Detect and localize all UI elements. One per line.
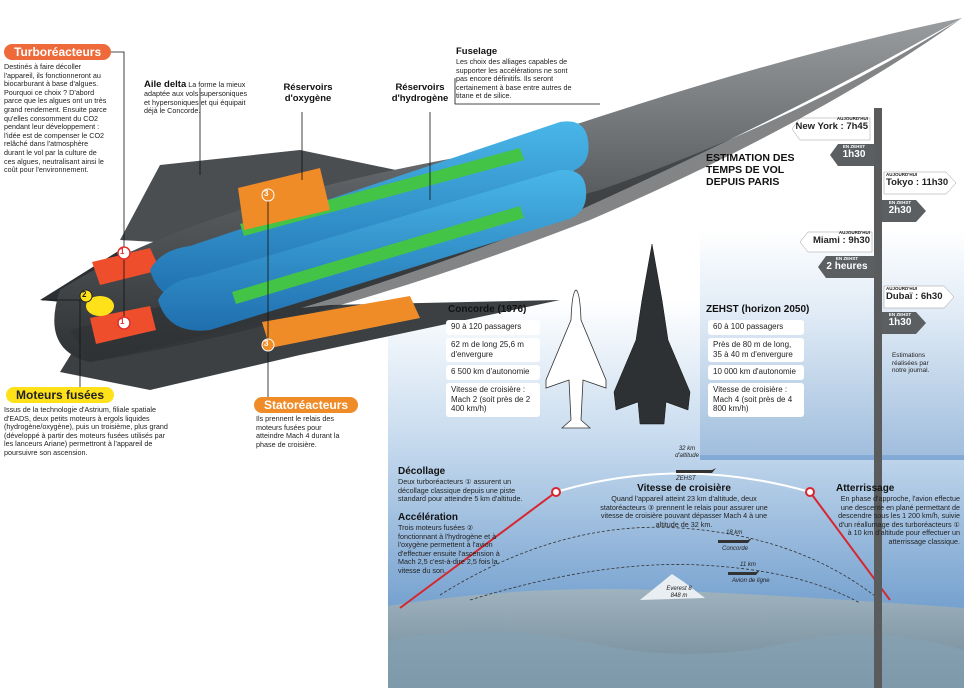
zehst-spec-1: 60 à 100 passagers [708,320,804,335]
stato-text: Ils prennent le relais des moteurs fusée… [256,414,340,449]
zehst-aircraft [40,18,963,390]
zehst-mini-plane [676,468,716,473]
rocket-engine [86,296,114,316]
marker-1-bottom: 1 [120,317,125,326]
concorde-title: Concorde (1976) [448,304,527,315]
atterrissage-title: Atterrissage [836,483,895,494]
concorde-path [439,526,881,601]
sign-dubai-zehst [882,312,926,334]
aile-block: Aile delta La forme la mieux adaptée aux… [144,79,248,116]
estimation-note: Estimations réalisées par notre journal. [892,352,930,375]
moteurs-title: Moteurs fusées [6,387,115,403]
alt-ligne: 11 km [740,562,756,568]
moteurs-text: Issus de la technologie d'Astrium, filia… [4,405,168,457]
stato-title: Statoréacteurs [254,397,359,413]
turbo-engine-top [92,248,160,285]
atterrissage-text: En phase d'approche, l'avion effectue un… [838,494,960,546]
sign-newyork-now [791,117,871,141]
reservoirs-oxygen-label: Réservoirs d'oxygène [283,82,333,104]
concorde-spec-1: 90 à 120 passagers [446,320,540,335]
alt-concorde: 18 km [726,530,743,536]
stato-bottom [262,296,420,348]
concorde-spec-4: Vitesse de croisière : Mach 2 (soit près… [446,383,540,417]
concorde-path-label: Concorde [722,546,749,552]
zehst-flight-path [555,472,811,493]
aile-text: La forme la mieux adaptée aux vols super… [144,80,248,116]
decollage-title: Décollage [398,466,446,477]
descent-point [805,487,815,497]
estimation-title: ESTIMATION DES TEMPS DE VOL DEPUIS PARIS [706,152,795,188]
sign-miami-zehst [818,256,874,278]
stato-top [238,168,330,230]
fuselage-text: Les choix des alliages capables de suppo… [456,57,572,101]
zehst-spec-2: Près de 80 m de long, 35 à 40 m d'enverg… [708,338,804,362]
sign-newyork-zehst [830,144,874,166]
zehst-title: ZEHST (horizon 2050) [706,304,810,315]
turbo-title: Turboréacteurs [4,44,112,60]
ligne-path-label: Avion de ligne [732,578,770,584]
alt-zehst: 32 km d'altitude [675,446,699,459]
zehst-spec-4: Vitesse de croisière : Mach 4 (soit près… [708,383,804,417]
marker-1-top: 1 [120,247,125,256]
fuselage-title: Fuselage [456,46,498,57]
marker-3-bottom: 3 [264,339,269,348]
croisiere-text: Quand l'appareil atteint 23 km d'altitud… [600,494,768,529]
concorde-mini-plane [718,538,752,543]
acceleration-title: Accélération [398,512,459,523]
croisiere-title: Vitesse de croisière [637,483,731,494]
reservoirs-hydrogen-label: Réservoirs d'hydrogène [391,82,449,104]
everest-label: Everest 8 848 m [666,586,692,599]
marker-2: 2 [82,290,87,299]
acceleration-text: Trois moteurs fusées ② fonctionnant à l'… [398,523,500,575]
concorde-spec-2: 62 m de long 25,6 m d'envergure [446,338,540,362]
sign-miami-now [799,231,873,253]
oxygen-tank-2 [232,206,524,304]
concorde-silhouette [545,289,607,429]
zehst-silhouette [613,243,691,425]
sign-tokyo-zehst [882,200,926,222]
turbo-text: Destinés à faire décoller l'appareil, il… [4,62,107,175]
climb-path [399,491,557,609]
airliner-path [469,564,861,604]
climb-point [551,487,561,497]
decollage-text: Deux turboréacteurs ① assurent un décoll… [398,477,523,504]
marker-3-top: 3 [264,189,269,198]
aile-title: Aile delta [144,79,187,90]
sign-tokyo-now [883,171,957,195]
sign-dubai-now [883,285,955,309]
everest-mountain [640,574,705,600]
airliner-mini-plane [728,570,760,575]
concorde-spec-3: 6 500 km d'autonomie [446,365,540,380]
zehst-path-label: ZEHST [676,476,696,482]
zehst-spec-3: 10 000 km d'autonomie [708,365,804,380]
